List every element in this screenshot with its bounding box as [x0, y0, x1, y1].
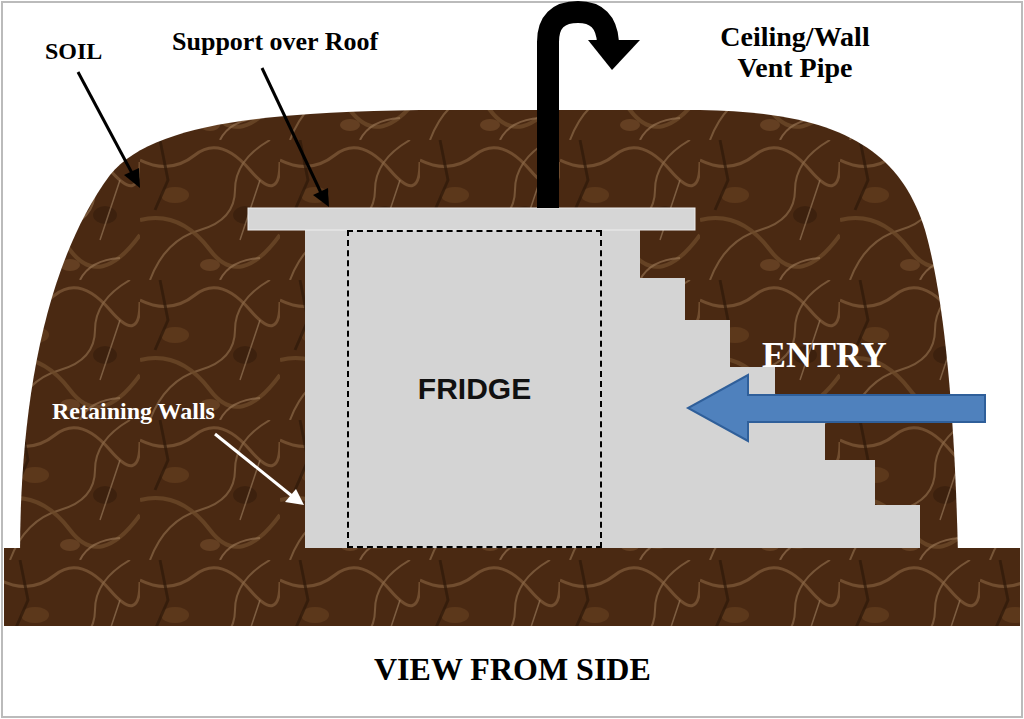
roof-support-label: Support over Roof: [172, 28, 378, 57]
cellar-and-stairs: [305, 230, 920, 548]
fridge-box: FRIDGE: [347, 230, 602, 548]
soil-label: SOIL: [45, 38, 102, 64]
ground-soil: [4, 548, 1020, 626]
vent-pipe-label: Ceiling/Wall Vent Pipe: [690, 22, 900, 84]
caption: VIEW FROM SIDE: [374, 652, 651, 687]
soil-mound: [20, 110, 958, 555]
retaining-walls-label: Retaining Walls: [52, 398, 215, 424]
entry-arrow: [688, 375, 985, 441]
vent-arrowhead: [588, 40, 640, 70]
leader-arrows: [78, 68, 329, 505]
box-label: FRIDGE: [418, 372, 531, 406]
entry-label: ENTRY: [762, 336, 887, 376]
roof-slab: [248, 208, 695, 230]
